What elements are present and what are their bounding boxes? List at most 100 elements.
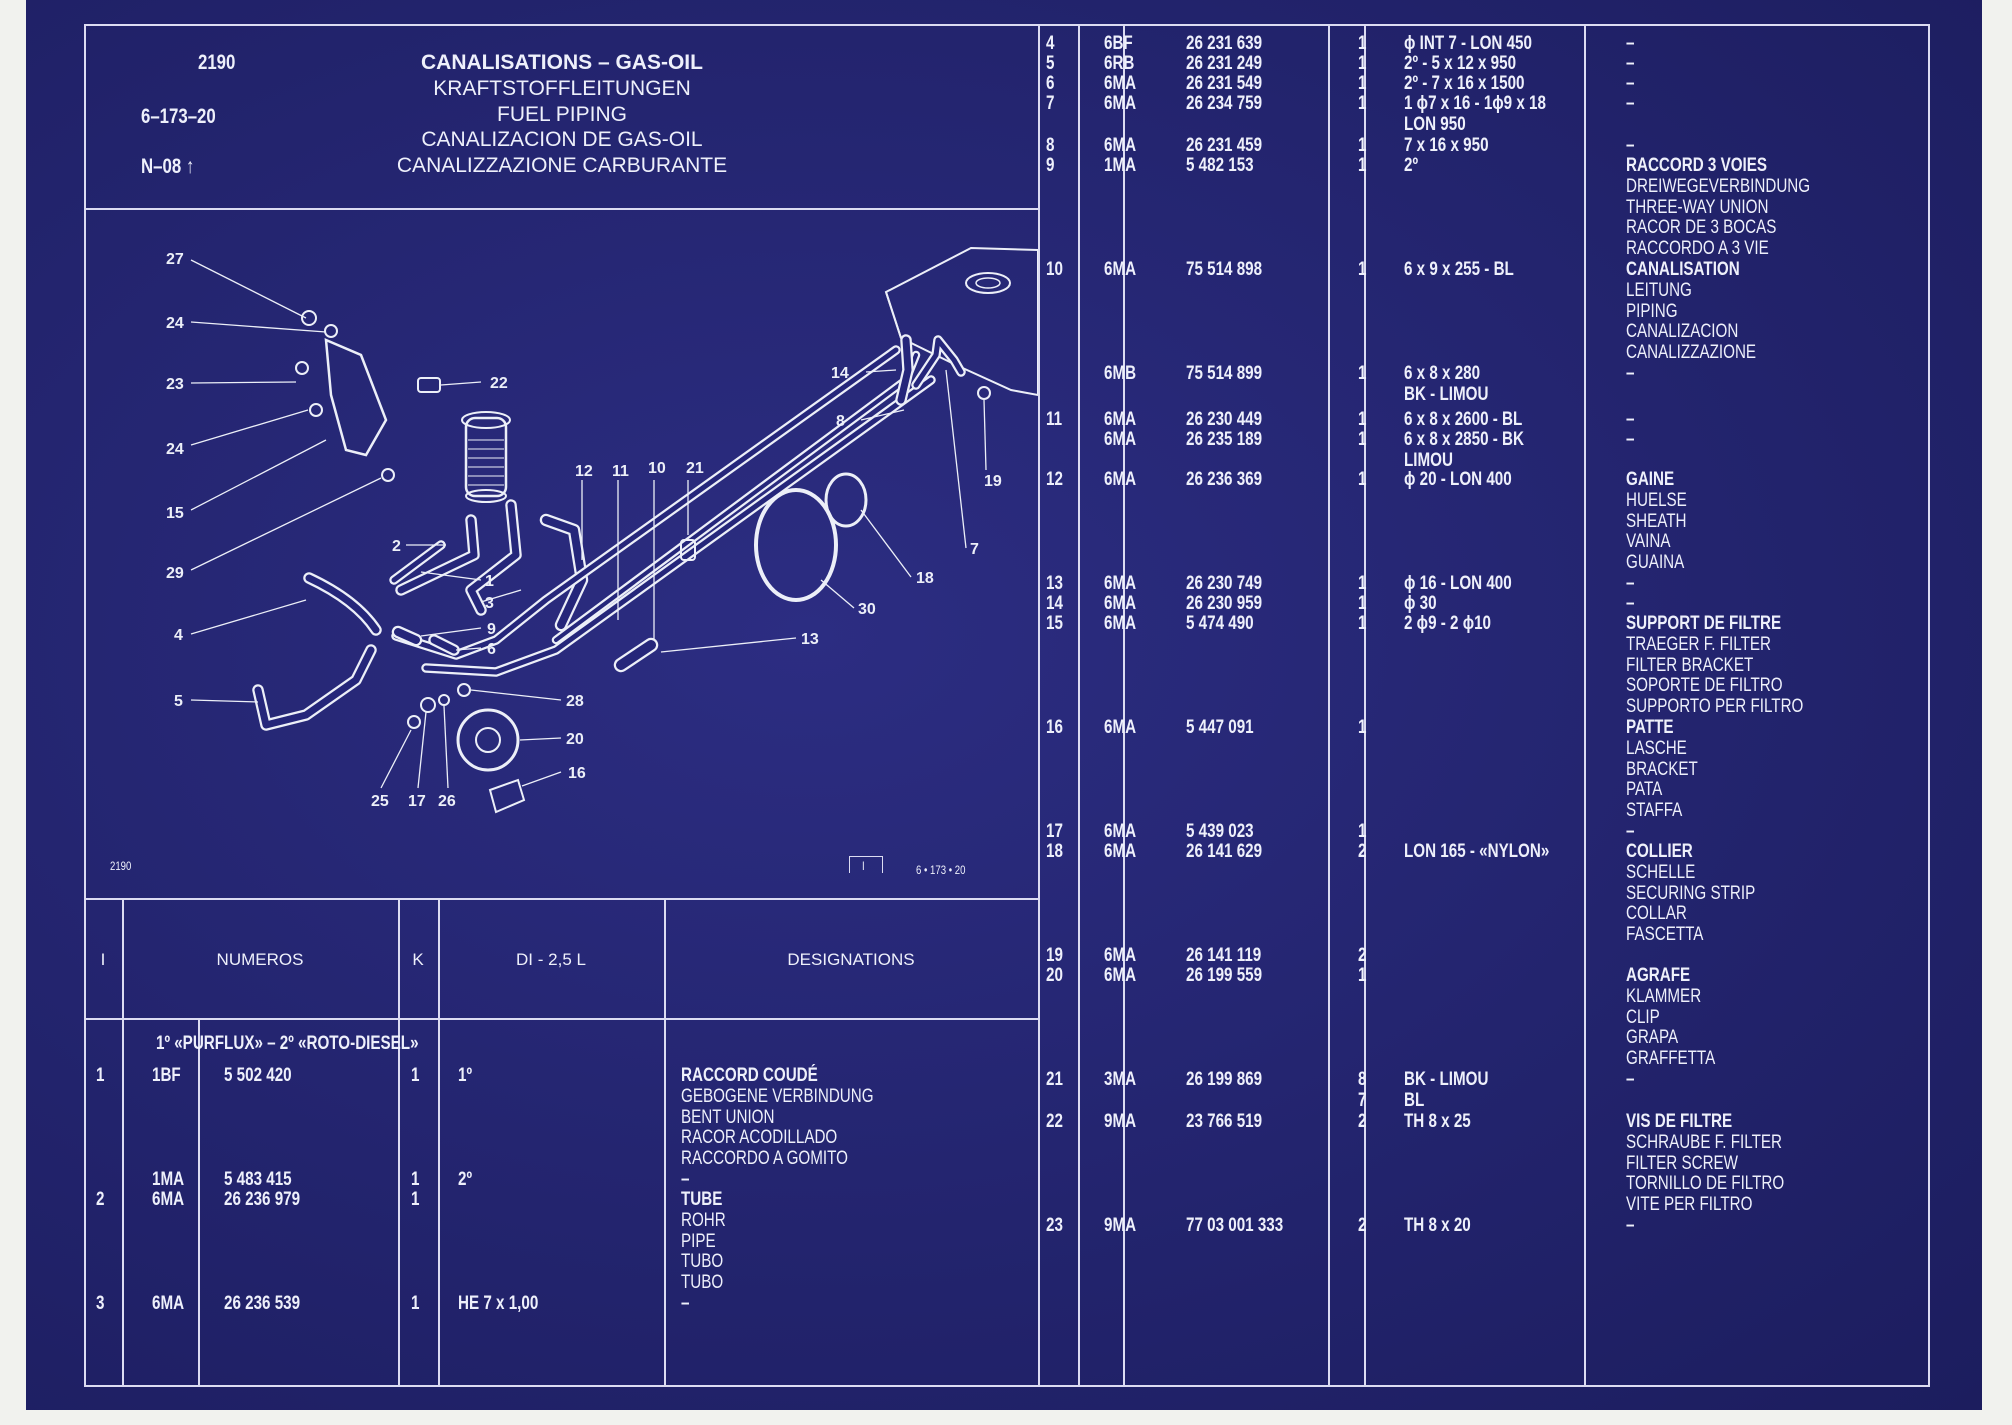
row-index: 5 (1046, 53, 1055, 74)
row-designation: – (1626, 821, 1635, 842)
designation-line: SHEATH (1626, 510, 1687, 532)
header-divider (84, 208, 1038, 210)
designation-line: TUBE (681, 1189, 723, 1210)
part-25 (407, 715, 421, 729)
row-spec-continued: BK - LIMOU (1404, 383, 1489, 405)
row-quantity: 1 (411, 1293, 420, 1314)
callout-label: 13 (801, 631, 819, 648)
row-quantity: 2 (1358, 945, 1367, 966)
clip-19 (977, 386, 991, 400)
designation-line: BRACKET (1626, 758, 1698, 780)
row-index: 16 (1046, 717, 1063, 738)
washer-24b (309, 403, 323, 417)
row-code: 6MA (1104, 429, 1137, 450)
title-line: CANALISATIONS – GAS-OIL (421, 51, 703, 74)
row-quantity: 1 (1358, 409, 1367, 430)
callout-label: 26 (438, 793, 456, 810)
row-code: 3MA (1104, 1069, 1137, 1090)
row-index: 13 (1046, 573, 1063, 594)
row-quantity: 1 (1358, 613, 1367, 634)
designation-line: RACCORD COUDÉ (681, 1065, 818, 1086)
tank-filler-cap (965, 272, 1011, 294)
outer-frame (84, 24, 1930, 1387)
designation-line: ROHR (681, 1209, 726, 1231)
filter-head (461, 411, 511, 429)
row-part-number: 5 447 091 (1186, 717, 1254, 738)
row-designation: – (1626, 573, 1635, 594)
row-code: 6MA (1104, 841, 1137, 862)
callout-label: 11 (612, 463, 629, 480)
row-code: 6MA (1104, 259, 1137, 280)
row-part-number: 26 230 449 (1186, 409, 1263, 430)
right-col-numeros-right (1328, 24, 1330, 1387)
row-part-number: 26 199 869 (1186, 1069, 1263, 1090)
diagram-footer-box (849, 856, 883, 873)
designation-line: LEITUNG (1626, 279, 1692, 301)
row-quantity: 1 (1358, 363, 1367, 384)
row-quantity: 2 (1358, 1111, 1367, 1132)
diagram-footer-group: 2190 (110, 859, 132, 873)
row-spec: LON 165 - «NYLON» (1404, 841, 1550, 862)
leader-line (190, 381, 297, 384)
tank-filler-cap-inner (975, 277, 1001, 289)
part-28 (457, 683, 471, 697)
right-col-di-right (1584, 24, 1586, 1387)
row-part-number: 23 766 519 (1186, 1111, 1263, 1132)
row-quantity: 1 (411, 1169, 420, 1190)
designation-line: VIS DE FILTRE (1626, 1111, 1733, 1132)
row-quantity: 1 (1358, 429, 1367, 450)
designation-line: VAINA (1626, 531, 1671, 553)
designation-line: FILTER BRACKET (1626, 654, 1754, 676)
row-code: 6MA (152, 1189, 185, 1210)
designation-line: SUPPORT DE FILTRE (1626, 613, 1782, 634)
row-code: 6RB (1104, 53, 1135, 74)
callout-label: 24 (166, 315, 184, 332)
row-spec: 2º (458, 1169, 473, 1190)
header-col-i: I (100, 950, 106, 969)
title-line: CANALIZZAZIONE CARBURANTE (396, 154, 728, 177)
designation-line: TUBO (681, 1251, 724, 1273)
row-quantity: 8 (1358, 1069, 1367, 1090)
union-9-inner (394, 628, 420, 644)
row-quantity: 1 (411, 1065, 420, 1086)
row-quantity-alt: 7 (1358, 1089, 1367, 1111)
designation-line: AGRAFE (1626, 965, 1691, 986)
leader-line (521, 771, 562, 787)
row-spec: TH 8 x 25 (1404, 1111, 1471, 1132)
designation-line: SECURING STRIP (1626, 882, 1756, 904)
designation-line: CLIP (1626, 1006, 1660, 1028)
row-code: 1BF (152, 1065, 181, 1086)
diagram-bottom-divider (84, 898, 1038, 900)
leader-line (455, 647, 482, 651)
row-index: 18 (1046, 841, 1063, 862)
union-21 (680, 539, 696, 561)
designation-line: TORNILLO DE FILTRO (1626, 1173, 1785, 1195)
column-header-bottom (84, 1018, 1038, 1020)
callout-label: 29 (166, 565, 184, 582)
row-index: 14 (1046, 593, 1063, 614)
row-part-number: 5 482 153 (1186, 155, 1254, 176)
leader-line (860, 509, 912, 578)
row-spec: BK - LIMOU (1404, 1069, 1489, 1090)
row-part-number: 75 514 899 (1186, 363, 1263, 384)
leader-line (443, 705, 449, 789)
row-index: 9 (1046, 155, 1055, 176)
union-6-inner (430, 636, 458, 654)
row-designation: – (1626, 135, 1635, 156)
part-17 (420, 697, 436, 713)
designation-line: DREIWEGEVERBINDUNG (1626, 175, 1811, 197)
pipe-11 (551, 350, 921, 645)
designation-line: KLAMMER (1626, 985, 1702, 1007)
callout-label: 21 (686, 460, 704, 477)
row-quantity: 1 (1358, 155, 1367, 176)
filter-base (465, 489, 507, 503)
designation-line: GAINE (1626, 469, 1675, 490)
row-spec: 1º (458, 1065, 473, 1086)
leader-line (420, 571, 482, 581)
row-quantity: 1 (1358, 259, 1367, 280)
row-quantity: 1 (1358, 53, 1367, 74)
leader-line (190, 259, 307, 319)
leader-line (190, 409, 309, 446)
row-index: 6 (1046, 73, 1055, 94)
callout-label: 22 (490, 375, 508, 392)
